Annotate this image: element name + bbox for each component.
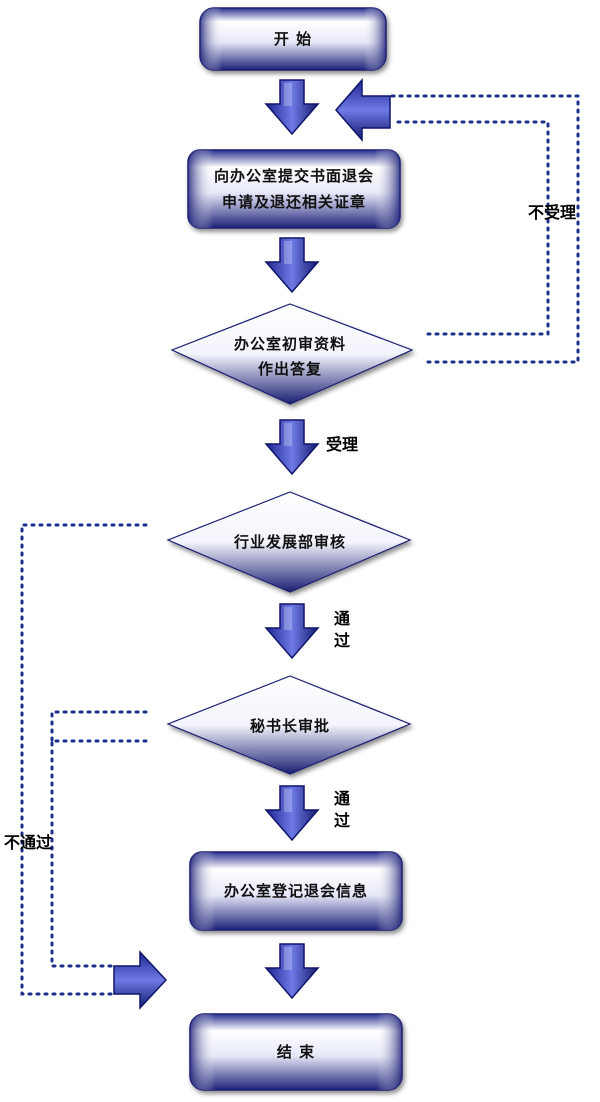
register-label: 办公室登记退会信息 (224, 882, 368, 900)
submit-node (187, 149, 401, 229)
submit-label-line2: 申请及退还相关证章 (222, 193, 366, 211)
review-label-line2: 作出答复 (258, 360, 322, 378)
dept-diamond (166, 491, 412, 593)
arrow-submit-to-review (265, 237, 319, 293)
reject-first-label: 不受理 (528, 203, 576, 222)
secretary-diamond (166, 675, 412, 775)
reject-second-line-inner (50, 710, 148, 968)
pass-dept-label-line2: 过 (334, 631, 350, 650)
pass-dept-label-line1: 通 (334, 609, 350, 628)
reject-first-line-outer (390, 94, 580, 364)
review-diamond (170, 303, 414, 405)
end-label: 结 束 (277, 1043, 315, 1061)
end-node (189, 1013, 403, 1091)
arrow-review-to-dept (265, 419, 319, 475)
reject-second-label: 不通过 (4, 833, 52, 852)
arrow-start-to-submit (265, 79, 319, 135)
reject-first-line-inner (390, 120, 550, 336)
arrow-register-to-end (265, 943, 319, 999)
arrow-secretary-to-register (265, 785, 319, 841)
dept-label: 行业发展部审核 (233, 533, 346, 551)
start-node (199, 7, 387, 71)
arrow-reject-first-return (335, 77, 391, 143)
register-node (189, 851, 403, 931)
arrow-reject-second-to-end (113, 950, 168, 1010)
arrow-dept-to-secretary (265, 603, 319, 659)
accept-label: 受理 (326, 435, 358, 454)
start-label: 开 始 (274, 30, 312, 48)
review-label-line1: 办公室初审资料 (234, 335, 346, 353)
pass-secretary-label-line1: 通 (334, 789, 350, 808)
secretary-label: 秘书长审批 (250, 717, 330, 735)
reject-second-line-outer (20, 523, 148, 996)
submit-label-line1: 向办公室提交书面退会 (214, 167, 374, 185)
pass-secretary-label-line2: 过 (334, 811, 350, 830)
